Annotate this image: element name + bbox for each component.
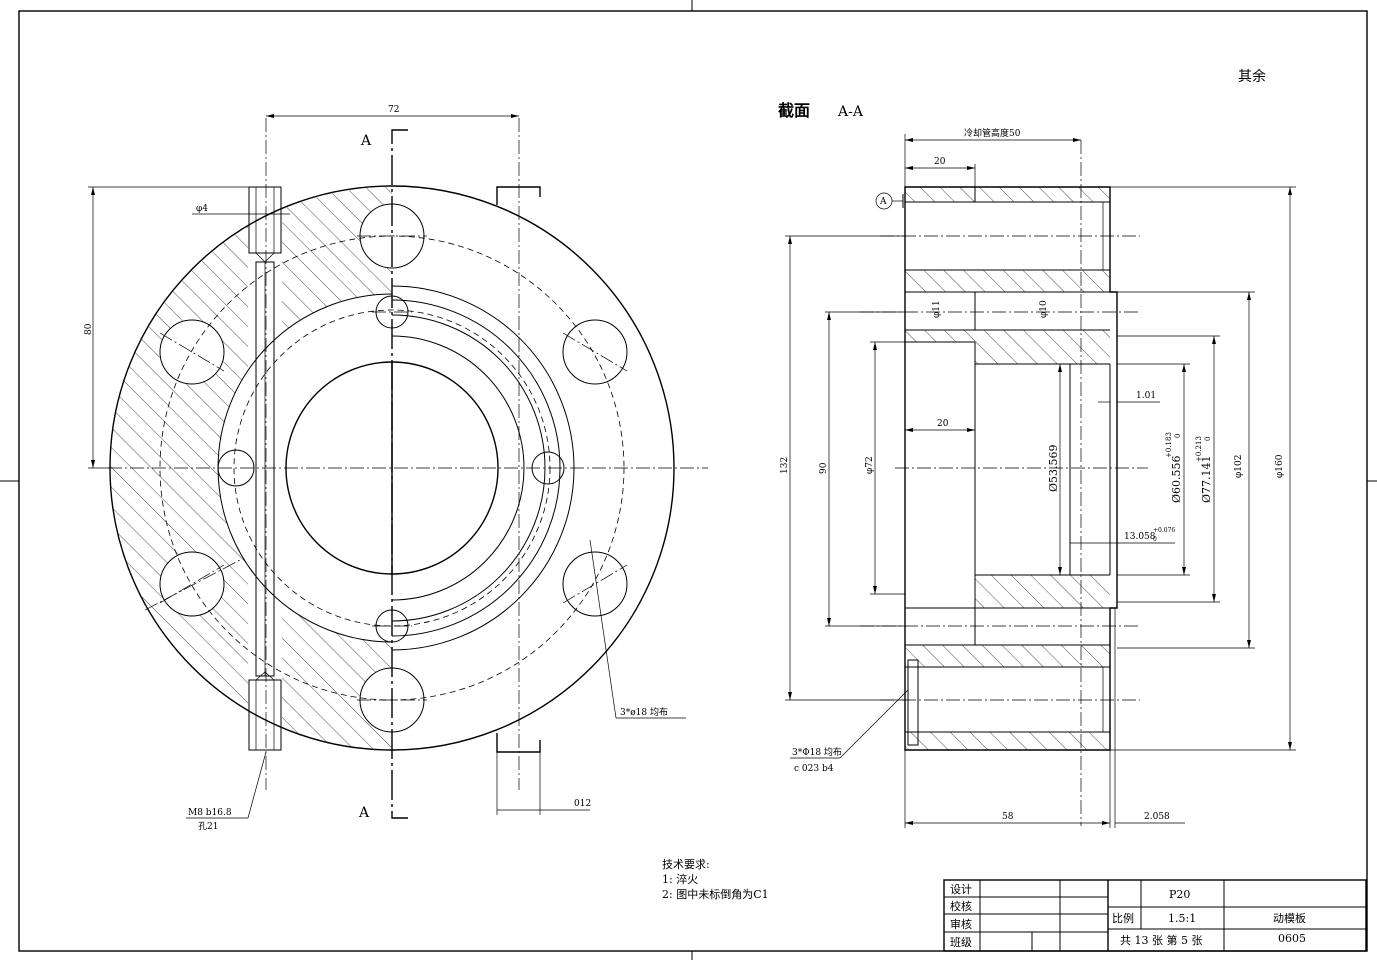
dim-90: 90 — [819, 311, 905, 627]
dim-13: 13.058 +0.076 0 — [1070, 527, 1175, 544]
dim-60: Ø60.556 +0.183 0 — [1117, 363, 1190, 576]
dim-slot: 012 — [496, 752, 591, 815]
section-cut-line — [391, 129, 408, 819]
dim-102: φ102 — [1117, 291, 1255, 649]
svg-text:技术要求:: 技术要求: — [662, 858, 710, 871]
svg-text:1: 淬火: 1: 淬火 — [662, 872, 698, 886]
section-body — [904, 186, 1118, 751]
svg-text:比例: 比例 — [1112, 911, 1134, 925]
svg-text:58: 58 — [1002, 812, 1014, 822]
boss-top — [496, 186, 541, 205]
svg-text:班级: 班级 — [950, 936, 972, 949]
dim-160: φ160 — [1110, 186, 1296, 751]
svg-text:校核: 校核 — [950, 899, 972, 913]
section-holes-note: 3*Φ18 均布 c 023 b4 — [790, 689, 909, 774]
ring-4 — [391, 335, 525, 601]
svg-text:设计: 设计 — [950, 883, 972, 896]
svg-text:0: 0 — [1174, 434, 1182, 438]
svg-text:审核: 审核 — [950, 917, 972, 931]
svg-text:80: 80 — [84, 323, 94, 335]
svg-text:Ø77.141: Ø77.141 — [1200, 455, 1213, 503]
dim-d10: φ10 — [1039, 300, 1049, 318]
svg-text:0: 0 — [1153, 536, 1157, 543]
front-view: A A 72 80 φ4 M8 b16.8 孔21 — [84, 105, 708, 832]
svg-text:c 023 b4: c 023 b4 — [794, 764, 834, 774]
bolt-hole-ll — [159, 551, 225, 617]
dim-inner-step: 20 — [905, 419, 975, 432]
dim-top-step: 20 — [905, 157, 976, 187]
svg-text:1.5:1: 1.5:1 — [1168, 912, 1196, 925]
svg-text:Ø53.569: Ø53.569 — [1047, 444, 1060, 492]
svg-text:孔21: 孔21 — [198, 821, 218, 832]
svg-text:共 13 张 第 5 张: 共 13 张 第 5 张 — [1120, 933, 1202, 947]
bolt-hole-ur — [562, 319, 628, 385]
dim-58: 58 — [904, 608, 1116, 828]
svg-text:3*Φ18 均布: 3*Φ18 均布 — [792, 746, 842, 758]
thread-note: M8 b16.8 孔21 — [186, 751, 267, 832]
datum-a: A — [875, 192, 904, 210]
svg-text:冷却管高度50: 冷却管高度50 — [964, 127, 1021, 139]
section-mark-bottom: A — [358, 805, 370, 821]
dim-53: Ø53.569 — [1047, 364, 1062, 575]
svg-text:φ160: φ160 — [1275, 454, 1285, 478]
section-id: A-A — [837, 104, 864, 120]
svg-text:72: 72 — [388, 105, 399, 115]
svg-text:+0.213: +0.213 — [1195, 436, 1203, 462]
dim-1-01: 1.01 — [1098, 391, 1160, 403]
bolt-hole-ul — [159, 319, 225, 385]
svg-text:90: 90 — [819, 462, 829, 474]
section-mark-top: A — [360, 133, 372, 149]
dim-80: 80 — [84, 186, 250, 469]
svg-text:132: 132 — [780, 457, 790, 474]
svg-text:+0.183: +0.183 — [1165, 432, 1173, 458]
svg-text:0605: 0605 — [1278, 932, 1306, 945]
section-hatch — [905, 187, 1110, 750]
dim-d11: φ11 — [932, 300, 942, 318]
svg-text:13.058: 13.058 — [1124, 532, 1156, 542]
svg-text:A: A — [879, 197, 887, 207]
svg-text:1.01: 1.01 — [1136, 391, 1156, 401]
svg-text:20: 20 — [934, 157, 946, 167]
dim-77: Ø77.141 +0.213 0 — [1117, 335, 1220, 603]
dim-72: 72 — [266, 105, 519, 118]
svg-text:2.058: 2.058 — [1144, 812, 1170, 822]
svg-text:M8 b16.8: M8 b16.8 — [188, 808, 232, 818]
dim-2058: 2.058 — [1115, 812, 1185, 824]
svg-text:2: 图中未标倒角为C1: 2: 图中未标倒角为C1 — [662, 887, 769, 901]
dim-72: φ72 — [865, 341, 905, 595]
bolt-hole-lr — [562, 551, 628, 617]
bolt-holes-note: 3*ø18 均布 — [589, 539, 686, 719]
remaining-note: 其余 — [1238, 68, 1266, 85]
section-title: 截面 — [778, 101, 810, 120]
svg-text:φ72: φ72 — [865, 456, 875, 474]
svg-text:012: 012 — [574, 799, 591, 809]
svg-text:3*ø18 均布: 3*ø18 均布 — [620, 706, 668, 718]
svg-text:Ø60.556: Ø60.556 — [1170, 455, 1183, 503]
svg-text:动模板: 动模板 — [1273, 911, 1306, 925]
svg-text:+0.076: +0.076 — [1153, 527, 1175, 534]
svg-text:P20: P20 — [1169, 888, 1190, 901]
svg-text:φ102: φ102 — [1234, 455, 1244, 478]
section-view: 截面 A-A — [778, 101, 1296, 828]
dim-phi4: φ4 — [192, 204, 290, 215]
dim-cooling-height: 冷却管高度50 — [904, 127, 1081, 187]
svg-text:φ4: φ4 — [196, 204, 208, 214]
title-block: 设计 校核 审核 班级 P20 比例 1.5:1 动模板 共 13 张 第 5 … — [943, 879, 1367, 952]
boss-bottom — [496, 733, 541, 753]
dim-132: 132 — [780, 235, 905, 701]
svg-text:0: 0 — [1204, 437, 1212, 441]
thread-bottom — [248, 679, 282, 751]
technical-requirements: 技术要求: 1: 淬火 2: 图中未标倒角为C1 — [662, 858, 769, 901]
thread-top — [248, 186, 282, 254]
svg-text:20: 20 — [937, 419, 949, 429]
